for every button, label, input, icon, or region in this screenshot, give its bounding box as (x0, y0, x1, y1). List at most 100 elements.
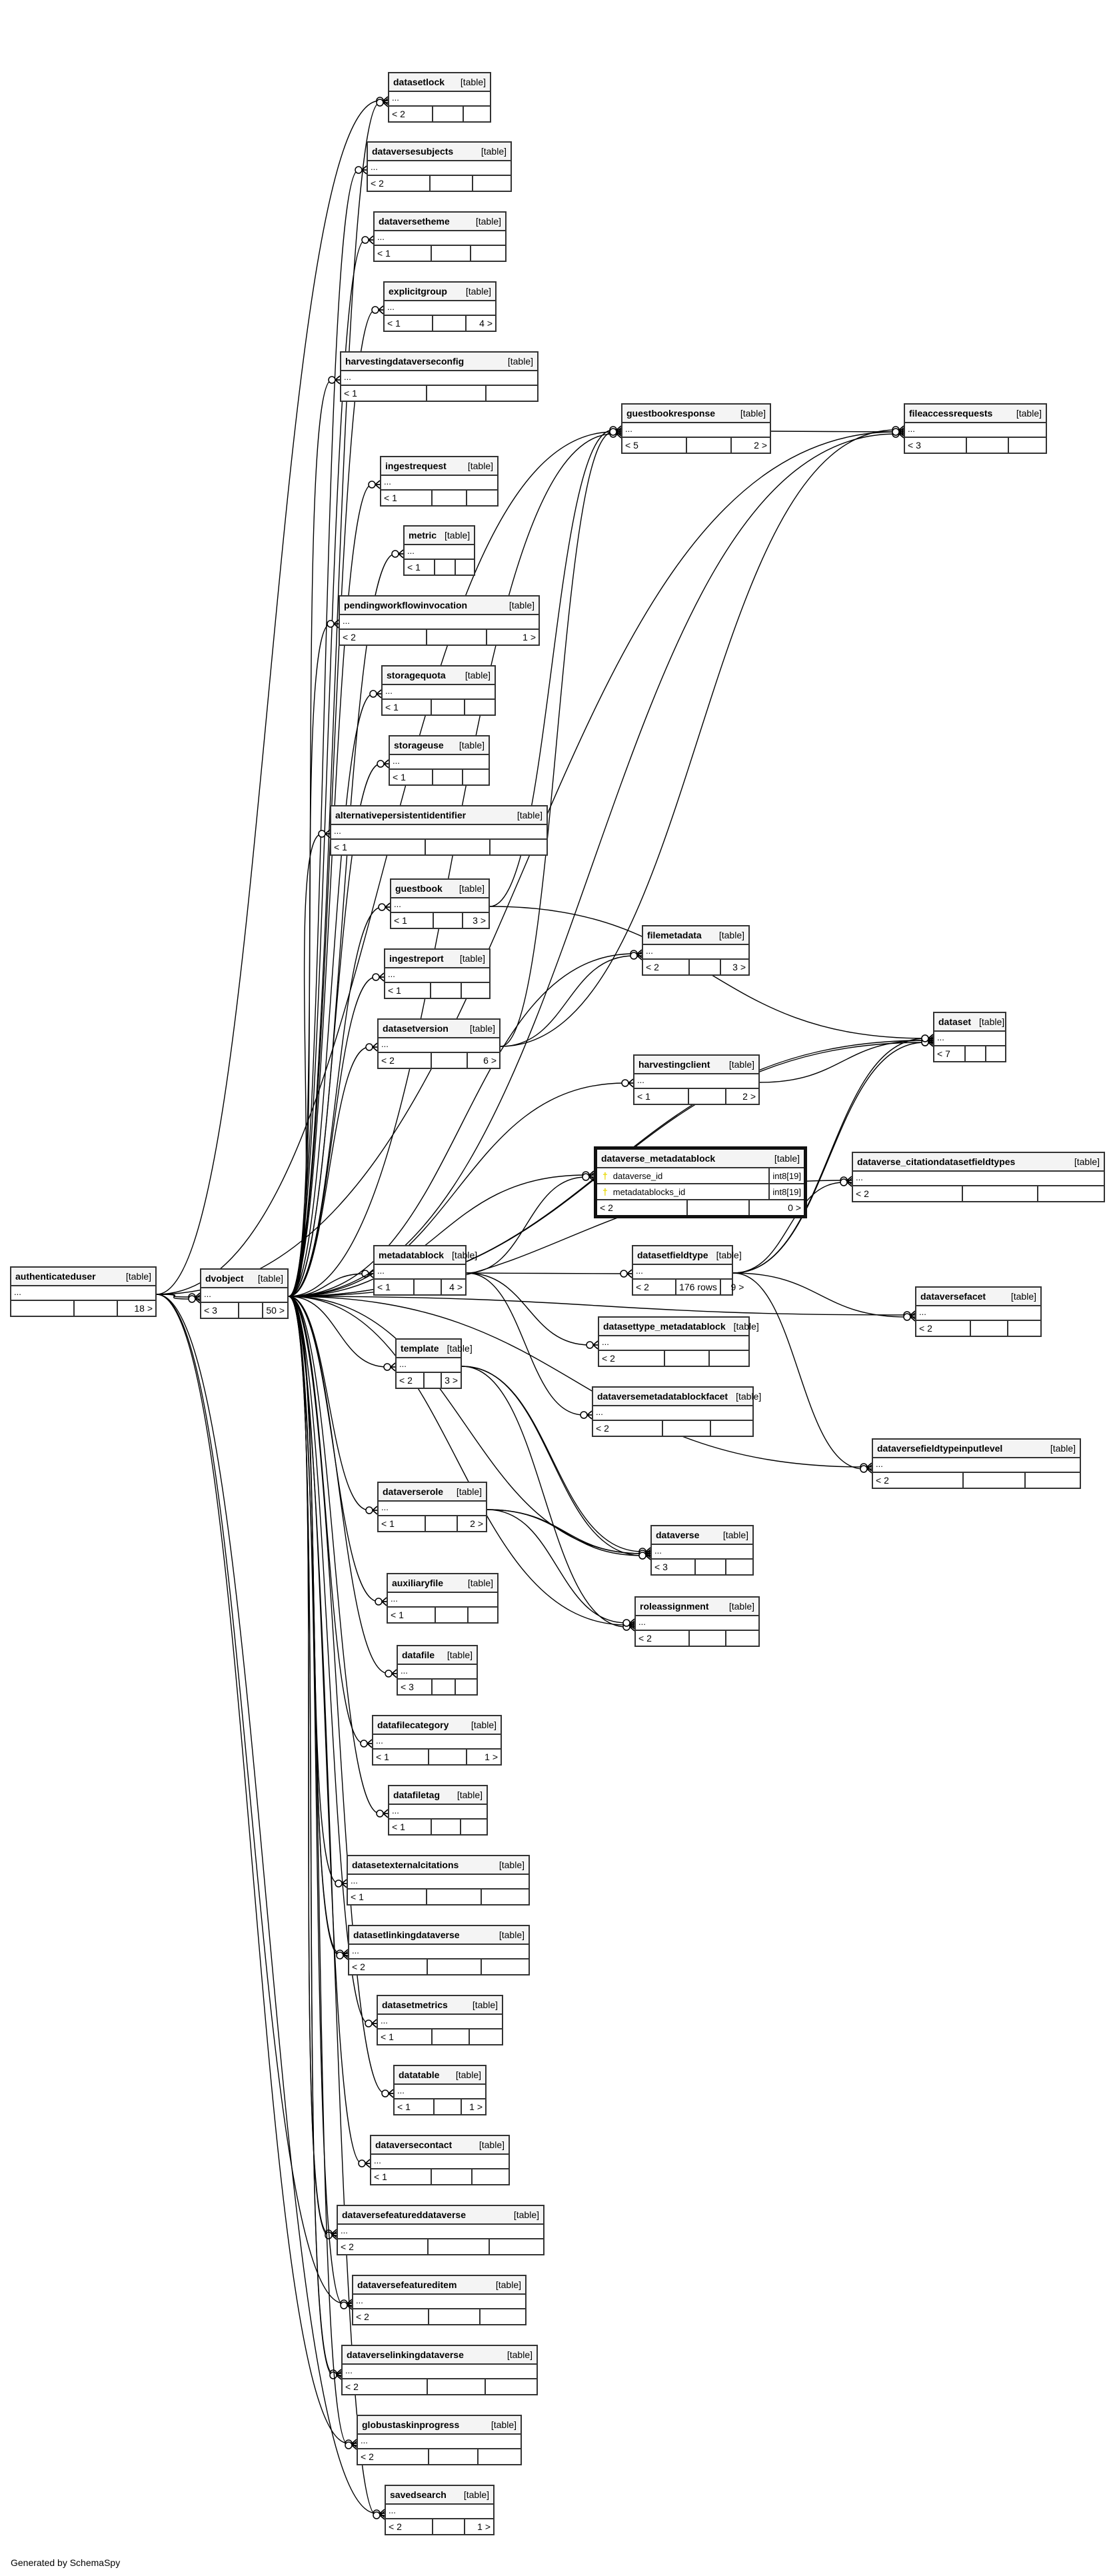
table-header[interactable]: metric[table] (405, 527, 474, 545)
child-count[interactable]: 50 > (266, 1305, 285, 1316)
table-header[interactable]: datasetexternalcitations[table] (348, 1856, 529, 1875)
child-count[interactable]: 4 > (449, 1282, 463, 1292)
child-count[interactable]: 2 > (754, 440, 767, 451)
parent-count[interactable]: < 5 (622, 438, 688, 453)
parent-count[interactable]: < 2 (386, 2519, 433, 2534)
table-metric[interactable]: metric[table]...< 1 (403, 525, 475, 576)
parent-count[interactable]: < 3 (905, 438, 967, 453)
table-name[interactable]: dataversefieldtypeinputlevel (877, 1443, 1003, 1454)
parent-count[interactable]: < 2 (593, 1421, 664, 1436)
child-count[interactable]: 1 > (523, 632, 536, 643)
parent-count[interactable]: < 1 (634, 1089, 689, 1104)
table-name[interactable]: harvestingclient (638, 1059, 710, 1070)
table-header[interactable]: fileaccessrequests[table] (905, 405, 1046, 423)
table-header[interactable]: datasetlock[table] (389, 73, 490, 92)
table-header[interactable]: alternativepersistentidentifier[table] (331, 806, 547, 825)
table-name[interactable]: guestbookresponse (626, 408, 716, 419)
table-header[interactable]: datafile[table] (398, 1646, 477, 1665)
child-count[interactable]: 1 > (477, 2521, 491, 2532)
table-name[interactable]: datasetversion (383, 1023, 449, 1034)
table-header[interactable]: template[table] (397, 1340, 473, 1358)
table-header[interactable]: guestbook[table] (391, 880, 489, 898)
table-name[interactable]: dataversefeatureditem (357, 2279, 457, 2290)
table-name[interactable]: dataversetheme (379, 216, 450, 227)
table-storageuse[interactable]: storageuse[table]...< 1 (389, 735, 490, 786)
table-name[interactable]: datafilecategory (377, 1720, 449, 1730)
parent-count[interactable]: < 2 (340, 630, 428, 644)
table-header[interactable]: harvestingdataverseconfig[table] (341, 353, 537, 371)
table-name[interactable]: dataversesubjects (372, 146, 454, 157)
table-header[interactable]: datafilecategory[table] (373, 1716, 501, 1735)
table-ingestrequest[interactable]: ingestrequest[table]...< 1 (380, 456, 499, 507)
table-alternativepersistentidentifier[interactable]: alternativepersistentidentifier[table]..… (330, 805, 548, 856)
table-header[interactable]: storageuse[table] (390, 736, 489, 755)
table-header[interactable]: dataverse_metadatablock[table] (597, 1150, 804, 1168)
parent-count[interactable]: < 2 (338, 2239, 429, 2254)
table-header[interactable]: dataversefieldtypeinputlevel[table] (873, 1440, 1080, 1458)
parent-count[interactable]: < 2 (916, 1321, 971, 1336)
parent-count[interactable]: < 1 (348, 1890, 428, 1904)
parent-count[interactable]: < 2 (633, 1280, 677, 1294)
parent-count[interactable]: < 1 (383, 700, 432, 714)
table-name[interactable]: datasetexternalcitations (352, 1860, 459, 1870)
table-name[interactable]: explicitgroup (389, 286, 447, 297)
parent-count[interactable]: < 1 (390, 770, 434, 784)
table-name[interactable]: dataversemetadatablockfacet (597, 1391, 728, 1402)
table-name[interactable]: datasetlinkingdataverse (353, 1930, 460, 1940)
parent-count[interactable]: < 2 (343, 2379, 429, 2394)
table-header[interactable]: dataset[table] (934, 1013, 1005, 1032)
parent-count[interactable]: < 1 (405, 560, 435, 575)
table-dataverse[interactable]: dataverse[table]...< 3 (650, 1525, 754, 1576)
table-header[interactable]: metadatablock[table] (375, 1246, 477, 1265)
table-name[interactable]: datasettype_metadatablock (603, 1321, 726, 1332)
table-header[interactable]: dataversemetadatablockfacet[table] (593, 1388, 761, 1406)
table-header[interactable]: dataversetheme[table] (375, 213, 505, 231)
table-name[interactable]: datasetfieldtype (637, 1250, 708, 1260)
child-count[interactable]: 2 > (470, 1518, 483, 1529)
parent-count[interactable]: < 1 (373, 1750, 430, 1764)
child-count[interactable]: 6 > (483, 1055, 497, 1066)
table-harvestingdataverseconfig[interactable]: harvestingdataverseconfig[table]...< 1 (340, 351, 539, 402)
table-datasettype_metadatablock[interactable]: datasettype_metadatablock[table]...< 2 (598, 1316, 759, 1367)
table-name[interactable]: dataversefeatureddataverse (342, 2209, 466, 2220)
parent-count[interactable]: < 1 (331, 840, 427, 854)
table-header[interactable]: datasetmetrics[table] (378, 1996, 502, 2015)
table-datasetlock[interactable]: datasetlock[table]...< 2 (388, 72, 491, 123)
table-storagequota[interactable]: storagequota[table]...< 1 (381, 665, 496, 716)
table-datafiletag[interactable]: datafiletag[table]...< 1 (388, 1785, 488, 1836)
table-header[interactable]: datafiletag[table] (389, 1786, 487, 1805)
table-name[interactable]: dataverse (656, 1530, 700, 1540)
parent-count[interactable]: < 2 (368, 176, 431, 191)
table-header[interactable]: roleassignment[table] (636, 1598, 758, 1616)
parent-count[interactable]: < 1 (379, 1516, 426, 1531)
table-header[interactable]: datasetlinkingdataverse[table] (349, 1926, 529, 1945)
parent-count[interactable]: < 2 (353, 2309, 429, 2324)
parent-count[interactable]: < 2 (379, 1053, 432, 1068)
parent-count[interactable]: < 1 (381, 491, 433, 505)
table-name[interactable]: datasetmetrics (382, 1999, 448, 2010)
parent-count[interactable]: < 2 (873, 1473, 964, 1488)
table-name[interactable]: datafiletag (393, 1790, 441, 1800)
parent-count[interactable]: < 1 (385, 983, 431, 998)
table-header[interactable]: globustaskinprogress[table] (358, 2416, 521, 2435)
table-dataversefeatureddataverse[interactable]: dataversefeatureddataverse[table]...< 2 (337, 2205, 545, 2255)
table-dataversetheme[interactable]: dataversetheme[table]...< 1 (373, 211, 507, 262)
table-name[interactable]: filemetadata (647, 930, 702, 940)
table-name[interactable]: dataversefacet (920, 1291, 986, 1302)
table-header[interactable]: datasettype_metadatablock[table] (599, 1318, 759, 1336)
parent-count[interactable]: < 1 (388, 1608, 437, 1622)
table-name[interactable]: metric (409, 530, 437, 541)
table-auxiliaryfile[interactable]: auxiliaryfile[table]...< 1 (387, 1573, 499, 1624)
parent-count[interactable]: < 3 (652, 1560, 696, 1574)
table-name[interactable]: roleassignment (640, 1601, 709, 1612)
table-authenticateduser[interactable]: authenticateduser[table]...18 > (10, 1266, 157, 1317)
